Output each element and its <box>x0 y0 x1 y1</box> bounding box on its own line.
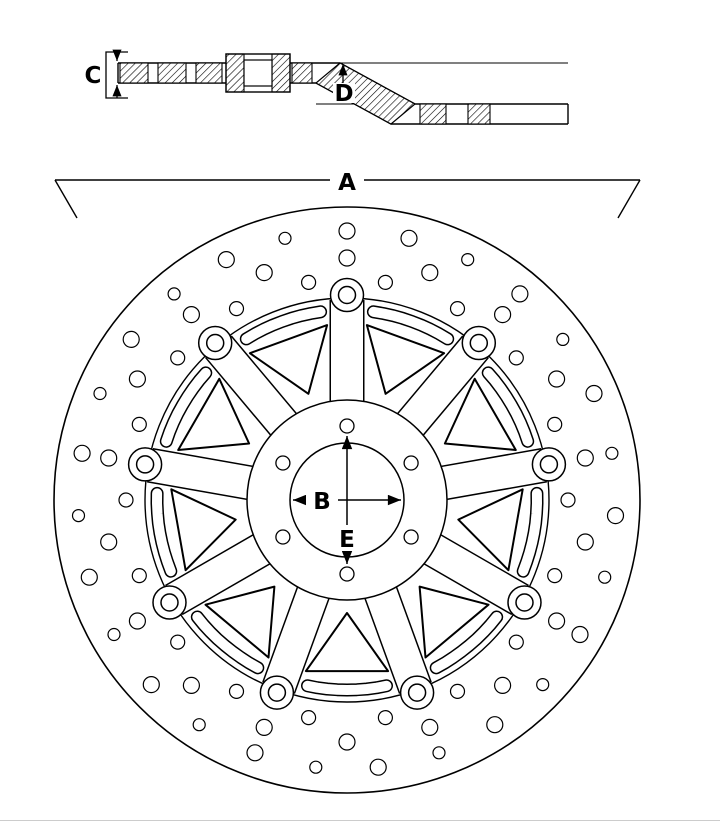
label-d-bg <box>333 83 355 103</box>
label-b-bg <box>306 487 338 513</box>
dimension-labels: A B C D E <box>85 63 363 553</box>
label-e-bg <box>334 525 360 551</box>
dim-label-e: E <box>339 527 355 553</box>
dim-label-c: C <box>85 63 102 89</box>
linework <box>0 49 720 821</box>
dim-label-d: D <box>334 81 353 107</box>
dim-label-a: A <box>338 170 356 196</box>
label-a-bg <box>331 169 363 195</box>
dim-label-b: B <box>313 489 331 515</box>
